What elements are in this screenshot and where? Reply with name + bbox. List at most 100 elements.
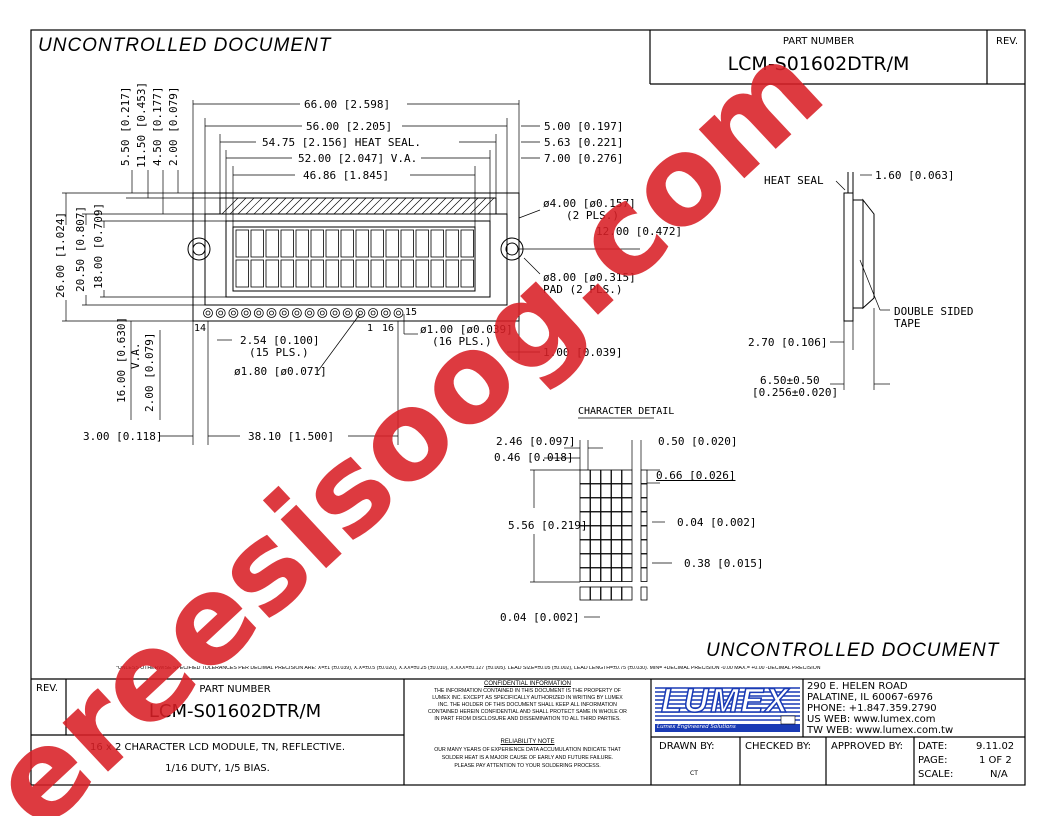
dim-4686: 46.86 [1.845]: [303, 169, 390, 182]
title-part-number: LCM-S01602DTR/M: [148, 701, 322, 722]
character-dot: [621, 553, 633, 568]
dim-hole: ø4.00 [ø0.157]: [543, 197, 636, 210]
dim-650-in: [0.256±0.020]: [752, 386, 839, 399]
dim-066: 0.66 [0.026]: [656, 469, 736, 482]
dim-1150: 11.50 [0.453]: [135, 81, 148, 168]
dim-pad: ø8.00 [ø0.315]: [543, 271, 636, 284]
dim-004a: 0.04 [0.002]: [677, 516, 757, 529]
character-dot: [611, 469, 622, 484]
reliability-line-2: SOLDER HEAT IS A MAJOR CAUSE OF EARLY AN…: [441, 755, 614, 761]
dim-450: 4.50 [0.177]: [151, 86, 164, 166]
reliability-line-3: PLEASE PAY ATTENTION TO YOUR SOLDERING P…: [454, 763, 601, 769]
dim-246: 2.46 [0.097]: [496, 435, 576, 448]
spacing-cursor-dot: [640, 586, 648, 601]
dim-556: 5.56 [0.219]: [508, 519, 588, 532]
address-line-1: 290 E. HELEN ROAD: [807, 681, 908, 692]
uncontrolled-stamp-top: UNCONTROLLED DOCUMENT: [38, 35, 332, 56]
title-part-number-label: PART NUMBER: [199, 684, 271, 695]
lcd-character-cell: [250, 259, 264, 288]
cursor-dot: [600, 586, 612, 601]
dim-046: 0.46 [0.018]: [494, 451, 574, 464]
dim-52: 52.00 [2.047] V.A.: [298, 152, 418, 165]
dim-1600-va: V.A.: [129, 342, 142, 370]
confidential-line-2: LUMEX INC. EXCEPT AS SPECIFICALLY AUTHOR…: [432, 695, 623, 701]
lcd-character-cell: [310, 259, 324, 288]
character-dot: [621, 497, 633, 512]
dim-5475: 54.75 [2.156] HEAT SEAL.: [262, 136, 421, 149]
lcd-character-cell: [295, 259, 309, 288]
character-dot: [600, 525, 612, 540]
lcd-pin-ring: [330, 308, 340, 318]
character-dot: [621, 567, 633, 582]
lcd-character-cell: [325, 229, 339, 258]
dim-1800: 18.00 [0.709]: [92, 202, 105, 289]
lcd-pin-hole: [256, 310, 262, 316]
character-dot: [579, 511, 591, 526]
dim-160: 1.60 [0.063]: [875, 169, 955, 182]
header-rev-label: REV.: [996, 36, 1018, 47]
dim-700: 7.00 [0.276]: [544, 152, 624, 165]
lcd-character-cell: [445, 229, 459, 258]
date-value: 9.11.02: [976, 741, 1015, 752]
lcd-pin-hole: [243, 310, 249, 316]
uncontrolled-stamp-bottom: UNCONTROLLED DOCUMENT: [706, 640, 1000, 661]
lcd-character-cell: [310, 229, 324, 258]
side-tape-label-1: DOUBLE SIDED: [894, 305, 974, 318]
description-line-1: 16 x 2 CHARACTER LCD MODULE, TN, REFLECT…: [89, 742, 346, 753]
dim-pitch-count: (15 PLS.): [249, 346, 309, 359]
lumex-logo-tagline: Lumex Engineered Solutions: [657, 724, 736, 730]
lcd-character-cell: [400, 229, 414, 258]
dim-100: 1.00 [0.039]: [543, 346, 623, 359]
lcd-pin-ring: [203, 308, 213, 318]
character-dot: [611, 539, 622, 554]
character-dot: [590, 567, 601, 582]
dim-pitch: 2.54 [0.100]: [240, 334, 320, 347]
lcd-pin-ring: [355, 308, 366, 318]
pin-15-label: 15: [405, 307, 418, 318]
lcd-pin-ring: [304, 308, 315, 318]
dim-pin-dia: ø1.00 [ø0.039]: [420, 323, 513, 336]
lcd-character-cell: [280, 229, 294, 258]
character-dot: [579, 497, 591, 512]
lcd-pin-ring: [228, 308, 239, 318]
spacing-column-dot: [640, 553, 648, 568]
cursor-dot: [611, 586, 622, 601]
dim-200b: 2.00 [0.079]: [143, 332, 156, 412]
dim-3810: 38.10 [1.500]: [248, 430, 335, 443]
dim-563: 5.63 [0.221]: [544, 136, 624, 149]
side-tape-label-2: TAPE: [894, 317, 921, 330]
character-dot: [579, 525, 591, 540]
cursor-dot: [621, 586, 633, 601]
dim-pad-count: PAD (2 PLS.): [543, 283, 623, 296]
page-label: PAGE:: [918, 755, 948, 766]
lcd-character-cell: [265, 259, 279, 288]
scale-label: SCALE:: [918, 769, 954, 780]
lcd-character-cell: [415, 259, 429, 288]
phone: PHONE: +1.847.359.2790: [807, 703, 937, 714]
us-web: US WEB: www.lumex.com: [807, 714, 936, 725]
lcd-character-cell: [235, 259, 249, 288]
lcd-character-cells: [235, 229, 474, 288]
lcd-character-cell: [325, 259, 339, 288]
lumex-logo-text: LUMEX: [660, 682, 790, 720]
lcd-character-cell: [460, 259, 474, 288]
lcd-pin-hole: [357, 310, 363, 316]
character-dot: [611, 511, 622, 526]
character-dot: [600, 553, 612, 568]
spacing-column-dot: [640, 567, 648, 582]
character-dot: [600, 497, 612, 512]
tolerance-note: *UNLESS OTHERWISE SPECIFIED TOLERANCES P…: [116, 666, 821, 671]
lcd-character-cell: [400, 259, 414, 288]
dim-hole-count: (2 PLS.): [566, 209, 619, 222]
drawn-by-value: CT: [690, 770, 698, 777]
dim-038: 0.38 [0.015]: [684, 557, 764, 570]
lcd-pin-hole: [294, 310, 300, 316]
dim-1600: 16.00 [0.630]: [115, 316, 128, 403]
lcd-pin-ring: [291, 308, 302, 318]
dim-270: 2.70 [0.106]: [748, 336, 828, 349]
confidential-title: CONFIDENTIAL INFORMATION: [484, 681, 571, 687]
checked-by-label: CHECKED BY:: [745, 741, 812, 752]
header-part-number: LCM-S01602DTR/M: [727, 53, 910, 75]
lcd-character-cell: [355, 229, 369, 258]
